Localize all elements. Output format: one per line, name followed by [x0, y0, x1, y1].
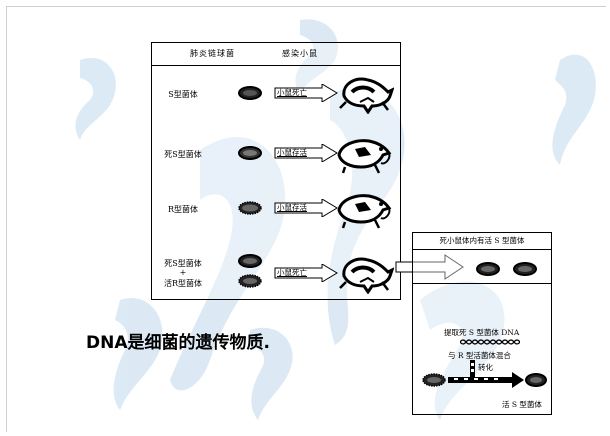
row4-result: 小鼠死亡 — [277, 268, 307, 277]
right-arrow-icon — [274, 198, 338, 218]
dead-s-bacterium-icon — [238, 146, 262, 160]
row3-label: R型菌体 — [167, 205, 199, 214]
live-mouse-icon-2 — [337, 194, 392, 229]
dead-s-bacterium-icon-2 — [238, 254, 262, 268]
transform-label: 转化 — [478, 363, 493, 372]
dead-mouse-icon — [339, 77, 394, 114]
row1-result: 小鼠死亡 — [277, 88, 307, 97]
row4-label-live-r: 活R型菌体 — [163, 279, 203, 288]
dead-mouse-icon-2 — [339, 257, 394, 294]
live-r-bacterium-icon — [238, 274, 262, 288]
header-bacteria: 肺炎链球菌 — [190, 49, 235, 58]
row3-arrow: 小鼠存活 — [274, 198, 338, 218]
r-bacterium-icon — [238, 201, 262, 215]
row2-result: 小鼠存活 — [277, 148, 307, 157]
s-bacterium-icon — [238, 86, 262, 100]
dna-strand-icon — [460, 339, 520, 345]
row3-result: 小鼠存活 — [277, 203, 307, 212]
live-mouse-icon — [337, 139, 392, 174]
result-live-s-label: 活 S 型菌体 — [502, 400, 542, 409]
transformation-diagram — [422, 360, 547, 388]
extract-dna-text: 提取死 S 型菌体 DNA — [444, 328, 520, 337]
right-arrow-icon-large — [395, 254, 464, 280]
right-arrow-icon — [274, 83, 338, 103]
live-s-bacterium-icon — [476, 262, 500, 276]
row4-plus: + — [179, 268, 187, 277]
row1-label: S型菌体 — [168, 90, 198, 99]
mix-r-text: 与 R 型活菌体混合 — [448, 351, 511, 360]
row4-label-dead-s: 死S型菌体 — [164, 259, 202, 268]
right-arrow-icon — [274, 263, 338, 283]
live-s-bacterium-icon-2 — [513, 262, 537, 276]
slide-frame — [6, 6, 606, 432]
row2-arrow: 小鼠存活 — [274, 143, 338, 163]
experiment-header: 肺炎链球菌 感染小鼠 — [152, 43, 400, 66]
row1-arrow: 小鼠死亡 — [274, 83, 338, 103]
conclusion-text: DNA是细菌的遗传物质. — [86, 333, 270, 353]
side-panel-bacteria-row — [413, 249, 551, 284]
right-arrow-icon — [274, 143, 338, 163]
row2-label: 死S型菌体 — [164, 150, 202, 159]
side-panel-title: 死小鼠体内有活 S 型菌体 — [413, 233, 551, 250]
header-mouse: 感染小鼠 — [282, 49, 318, 58]
row4-arrow: 小鼠死亡 — [274, 263, 338, 283]
